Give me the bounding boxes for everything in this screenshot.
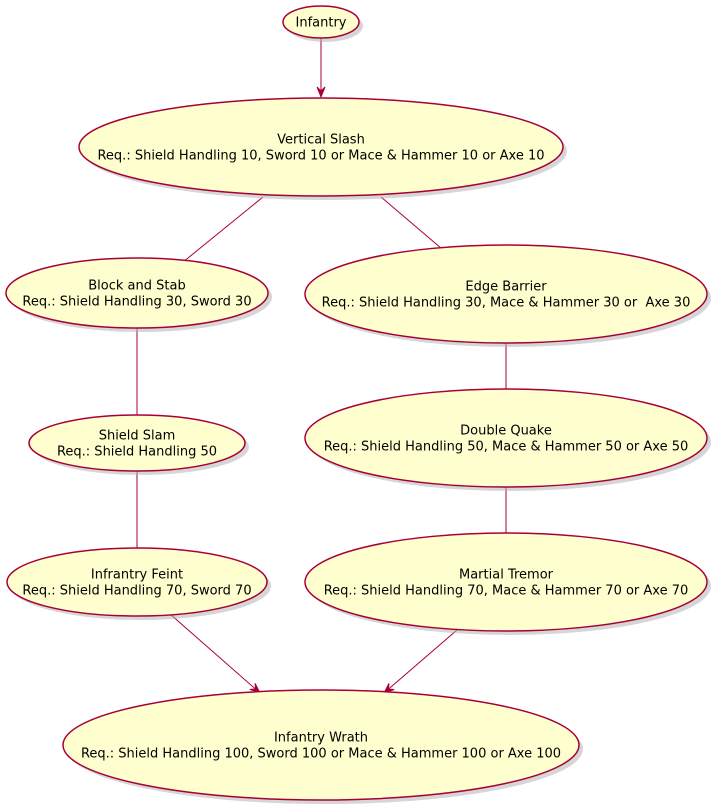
- arrowhead-icon: [249, 683, 262, 694]
- node-title: Infantry Wrath: [274, 731, 368, 746]
- node-requirement: Req.: Shield Handling 100, Sword 100 or …: [81, 747, 561, 762]
- node-ellipse: [5, 257, 269, 329]
- node-ellipse: [304, 244, 708, 344]
- node-title: Infantry: [296, 16, 347, 31]
- node-ellipse: [28, 414, 246, 472]
- node-requirement: Req.: Shield Handling 70, Sword 70: [22, 584, 251, 599]
- node-requirement: Req.: Shield Handling 70, Mace & Hammer …: [324, 584, 689, 599]
- edge-infantry_feint-to-infantry_wrath: [169, 613, 262, 694]
- node-ellipse: [62, 689, 580, 801]
- node-requirement: Req.: Shield Handling 30, Mace & Hammer …: [322, 296, 691, 311]
- node-requirement: Req.: Shield Handling 50, Mace & Hammer …: [324, 440, 689, 455]
- edge-line: [169, 613, 261, 694]
- node-ellipse: [78, 97, 564, 197]
- node-ellipse: [304, 532, 708, 632]
- edge-line: [383, 629, 458, 694]
- node-requirement: Req.: Shield Handling 30, Sword 30: [22, 295, 251, 310]
- node-requirement: Req.: Shield Handling 50: [57, 445, 217, 460]
- node-title: Block and Stab: [88, 279, 185, 294]
- edge-line: [171, 196, 264, 272]
- node-title: Shield Slam: [99, 429, 176, 444]
- edge-block_and_stab-to-shield_slam: [132, 328, 142, 429]
- node-title: Vertical Slash: [277, 133, 365, 148]
- node-title: Double Quake: [460, 424, 552, 439]
- node-title: Edge Barrier: [465, 280, 547, 295]
- arrowhead-icon: [382, 683, 395, 694]
- edge-martial_tremor-to-infantry_wrath: [382, 629, 458, 694]
- node-ellipse: [6, 547, 268, 617]
- node-title: Martial Tremor: [459, 568, 554, 583]
- edge-infantry-to-vertical_slash: [316, 38, 326, 99]
- arrowhead-icon: [316, 86, 326, 99]
- node-ellipse: [282, 5, 360, 39]
- node-title: Infrantry Feint: [91, 568, 183, 583]
- node-ellipse: [304, 388, 708, 488]
- node-requirement: Req.: Shield Handling 10, Sword 10 or Ma…: [97, 149, 544, 164]
- node-infantry: Infantry: [282, 5, 363, 42]
